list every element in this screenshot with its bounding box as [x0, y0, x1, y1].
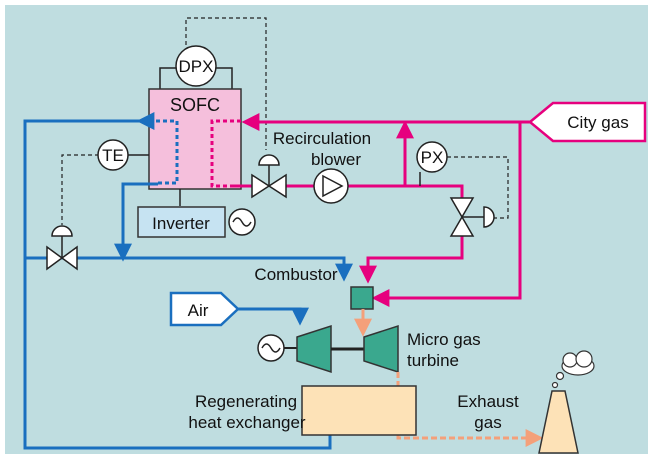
bleed-valve-icon	[449, 197, 495, 237]
ac-source-icon	[228, 208, 256, 236]
te-label: TE	[102, 146, 124, 165]
heat-exchanger-label: heat exchanger	[188, 413, 306, 432]
sofc-stack	[148, 88, 242, 190]
exhaust-stack	[538, 390, 579, 454]
combustor-label: Combustor	[254, 265, 337, 284]
bypass-air-line	[25, 256, 353, 282]
air-source	[169, 291, 240, 327]
diagram-background	[5, 5, 648, 454]
generator-icon	[257, 334, 285, 362]
city-gas-label: City gas	[567, 113, 628, 132]
city-gas-combustor-line	[371, 122, 522, 307]
city-gas-source	[528, 101, 647, 143]
compressor	[296, 324, 332, 374]
recirculation-valve-icon	[251, 154, 287, 199]
inverter-label: Inverter	[152, 214, 210, 233]
blower-icon	[313, 168, 349, 204]
inverter-box	[137, 206, 226, 238]
px-label: PX	[421, 148, 444, 167]
px-control-signal	[447, 156, 509, 219]
smoke-cloud-icon	[551, 350, 595, 389]
valve-icon	[46, 225, 78, 271]
sofc-air-path	[149, 119, 179, 185]
sofc-fuel-path	[210, 119, 241, 188]
turbine-label: turbine	[407, 351, 459, 370]
combustor	[350, 286, 374, 310]
exhaust-label: Exhaust	[457, 392, 519, 411]
combustor-fuel-line	[359, 236, 464, 284]
bleed-line	[405, 184, 464, 198]
gas-label: gas	[474, 413, 501, 432]
recirculation-label: Recirculation	[273, 129, 371, 148]
micro-gas-label: Micro gas	[407, 330, 481, 349]
regenerating-label: Regenerating	[195, 392, 297, 411]
air-to-compressor	[238, 307, 309, 326]
blower-label: blower	[311, 150, 361, 169]
dpx-instrument	[175, 45, 217, 87]
dpx-label: DPX	[179, 57, 214, 76]
air-label: Air	[188, 301, 209, 320]
dpx-control-signal	[185, 17, 267, 150]
te-control-signal	[61, 154, 99, 225]
regenerating-heat-exchanger	[301, 385, 417, 436]
sofc-label: SOFC	[170, 95, 220, 115]
sofc-exhaust-line	[114, 182, 158, 262]
